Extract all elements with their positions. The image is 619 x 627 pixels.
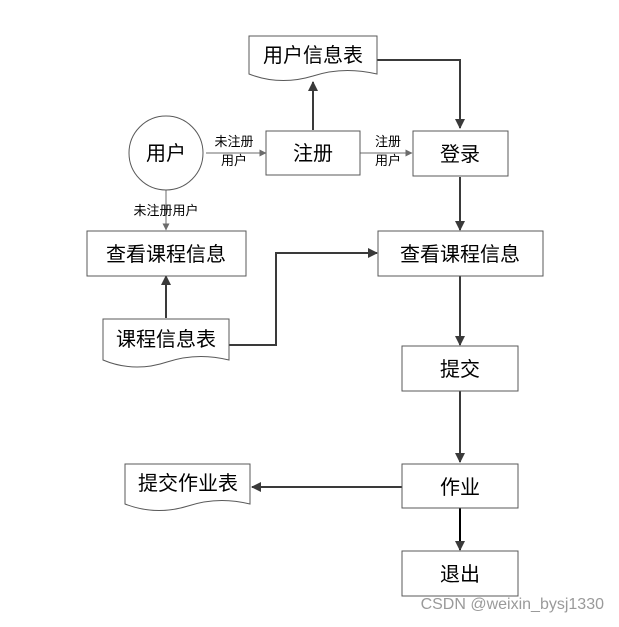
label-register-to-login-line1: 注册 [375,135,401,150]
label-register-to-login-line2: 用户 [375,153,401,169]
node-submit-label: 提交 [440,357,480,381]
node-register-label: 注册 [293,141,333,165]
node-user-label: 用户 [146,141,186,165]
node-homework-table-label: 提交作业表 [138,471,238,495]
node-homework-table: 提交作业表 [124,463,251,512]
node-view-course-member: 查看课程信息 [377,230,544,277]
node-submit: 提交 [401,345,519,392]
node-user: 用户 [128,115,204,191]
node-logout-label: 退出 [440,562,480,586]
node-logout: 退出 [401,550,519,597]
node-homework: 作业 [401,463,519,509]
node-view-course-guest-label: 查看课程信息 [106,242,226,266]
node-login-label: 登录 [440,142,480,166]
node-user-table: 用户信息表 [248,35,378,82]
node-register: 注册 [265,130,361,176]
node-view-course-member-label: 查看课程信息 [400,242,520,266]
edge-labels: 未注册 用户 注册 用户 未注册用户 [133,135,401,219]
edges [161,59,465,551]
node-user-table-label: 用户信息表 [263,43,363,67]
watermark: CSDN @weixin_bysj1330 [421,596,605,613]
node-course-table: 课程信息表 [102,318,230,368]
label-user-to-register-line2: 用户 [221,153,247,169]
nodes: 用户 注册 用户信息表 登录 查看课程信息 课程信息表 [86,35,544,597]
node-course-table-label: 课程信息表 [116,327,216,351]
label-user-to-register-line1: 未注册 [214,135,253,150]
edge-course-table-to-view-member [229,248,378,346]
node-homework-label: 作业 [440,475,480,499]
node-login: 登录 [412,130,509,177]
node-view-course-guest: 查看课程信息 [86,230,247,277]
label-user-to-view: 未注册用户 [133,203,198,219]
edge-user-table-to-login [377,59,465,129]
